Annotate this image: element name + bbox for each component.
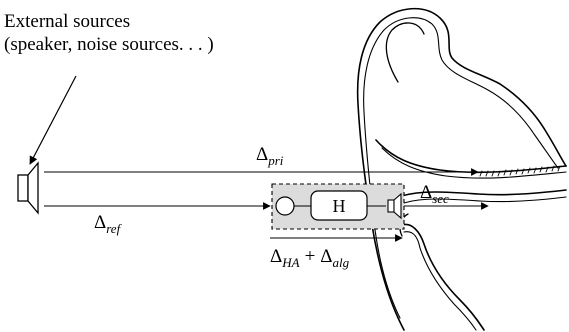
ha-delay-plus: + [305,246,316,267]
ear-canal-lower-wall [401,189,567,197]
ear-canal-lower-wall-inner [403,196,567,204]
primary-path-subscript: pri [267,153,284,168]
speaker-cone [27,161,39,215]
ear-tragus [401,223,485,331]
label-to-speaker-arrow [29,75,77,165]
processor-label: H [333,196,346,216]
secondary-path-label: Δsec [420,182,449,206]
ear-helix-inner [363,17,559,319]
receiver-body [387,199,395,213]
receiver-icon [387,192,402,220]
ear-illustration [356,7,567,331]
ha-delay-subscript: HA [281,255,299,270]
secondary-path-symbol: Δ [420,182,432,203]
secondary-path-subscript: sec [432,191,449,206]
reference-path-label: Δref [94,212,123,236]
external-sources-line1: External sources [4,11,130,32]
ear-tragus-inner [403,231,477,331]
external-sources-line2: (speaker, noise sources. . . ) [4,34,214,55]
ear-canal-upper-wall-inner [381,147,567,179]
speaker-icon [17,161,39,215]
ha-delay-symbol: Δ [270,246,282,267]
receiver-cone [393,192,402,220]
primary-path-label: Δpri [256,144,284,168]
ear-canal-upper-wall [375,139,567,174]
ear-canal-hair-texture [479,165,561,177]
primary-path-symbol: Δ [256,144,268,165]
reference-path-subscript: ref [106,221,122,236]
microphone-icon [275,196,295,216]
alg-delay-subscript: alg [333,255,350,270]
external-sources-label: External sources (speaker, noise sources… [4,11,214,55]
ear-antihelix [385,22,425,83]
alg-delay-symbol: Δ [320,246,332,267]
speaker-body [17,174,29,202]
reference-path-symbol: Δ [94,212,106,233]
hearing-aid-delay-label: ΔHA+Δalg [270,246,350,270]
